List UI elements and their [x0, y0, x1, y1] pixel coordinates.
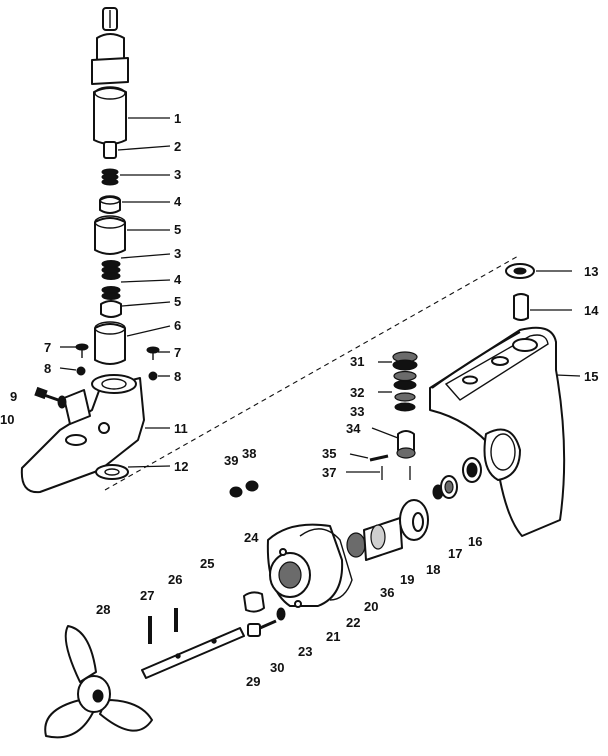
drive-shaft — [91, 7, 129, 159]
callout-13: 13 — [584, 264, 598, 279]
callout-30: 30 — [270, 660, 284, 675]
callout-35: 35 — [322, 446, 336, 461]
callout-22: 22 — [346, 615, 360, 630]
propeller — [44, 625, 153, 739]
cap-washer — [276, 607, 286, 621]
sleeve-lower — [94, 321, 126, 365]
callout-24: 24 — [244, 530, 259, 545]
drive-pinion — [396, 430, 416, 459]
callout-6: 6 — [174, 318, 181, 333]
pinion-gear-stack — [392, 351, 418, 412]
callout-19: 19 — [400, 572, 414, 587]
gear-cap-assembly — [266, 523, 344, 608]
callout-31: 31 — [350, 354, 364, 369]
housing-top-washer — [505, 263, 535, 279]
callout-17: 17 — [448, 546, 462, 561]
callout-10: 10 — [0, 412, 14, 427]
sleeve-upper — [94, 215, 126, 255]
callout-34: 34 — [346, 421, 361, 436]
callout-8-left: 8 — [44, 361, 51, 376]
callout-8-right: 8 — [174, 369, 181, 384]
callout-11: 11 — [174, 421, 188, 436]
bushing-upper — [99, 195, 121, 214]
callout-4-upper: 4 — [174, 194, 182, 209]
nut-right — [148, 371, 158, 381]
callout-9: 9 — [10, 389, 17, 404]
callout-5-lower: 5 — [174, 294, 181, 309]
callout-3-upper: 3 — [174, 167, 181, 182]
gear-cap-gasket — [299, 528, 353, 601]
callout-7-right: 7 — [174, 345, 181, 360]
callout-27: 27 — [140, 588, 154, 603]
roll-pin — [369, 454, 389, 462]
callout-26: 26 — [168, 572, 182, 587]
callout-16: 16 — [468, 534, 482, 549]
callout-33: 33 — [350, 404, 364, 419]
callout-32: 32 — [350, 385, 364, 400]
housing-pin — [513, 293, 529, 321]
callout-18: 18 — [426, 562, 440, 577]
spring-lower — [101, 260, 121, 300]
cap-nut-pair — [229, 480, 259, 498]
callout-36: 36 — [380, 585, 394, 600]
callout-39: 39 — [224, 453, 238, 468]
callout-2: 2 — [174, 139, 181, 154]
callout-37: 37 — [322, 465, 336, 480]
cap-bolt — [247, 619, 277, 637]
prop-shaft-bushing — [243, 591, 265, 613]
callout-38: 38 — [242, 446, 256, 461]
callout-21: 21 — [326, 629, 340, 644]
spring-upper — [101, 168, 119, 186]
side-washer — [57, 395, 67, 409]
callout-25: 25 — [200, 556, 214, 571]
callout-4-lower: 4 — [174, 272, 182, 287]
callout-29: 29 — [246, 674, 260, 689]
shaft-seal — [462, 457, 482, 483]
callout-labels: 1 2 3 4 5 3 4 5 6 7 7 8 8 9 10 11 12 13 … — [0, 111, 599, 689]
bearing-race — [440, 475, 458, 499]
bushing-lower — [100, 300, 122, 318]
callout-23: 23 — [298, 644, 312, 659]
callout-5-upper: 5 — [174, 222, 181, 237]
callout-3-lower: 3 — [174, 246, 181, 261]
callout-7-left: 7 — [44, 340, 51, 355]
callout-28: 28 — [96, 602, 110, 617]
upper-gear-housing — [20, 374, 145, 494]
nut-left — [76, 366, 86, 376]
screw-left — [75, 343, 89, 358]
callout-12: 12 — [174, 459, 188, 474]
prop-shaft-gear — [346, 499, 429, 561]
propeller-shaft — [141, 627, 245, 679]
callout-1: 1 — [174, 111, 181, 126]
assembly-centerline — [104, 254, 521, 491]
callout-20: 20 — [364, 599, 378, 614]
callout-14: 14 — [584, 303, 599, 318]
lower-unit-housing — [429, 326, 566, 537]
screw-right — [146, 346, 160, 360]
housing-washer — [95, 464, 129, 480]
callout-15: 15 — [584, 369, 598, 384]
leader-lines — [59, 117, 581, 480]
